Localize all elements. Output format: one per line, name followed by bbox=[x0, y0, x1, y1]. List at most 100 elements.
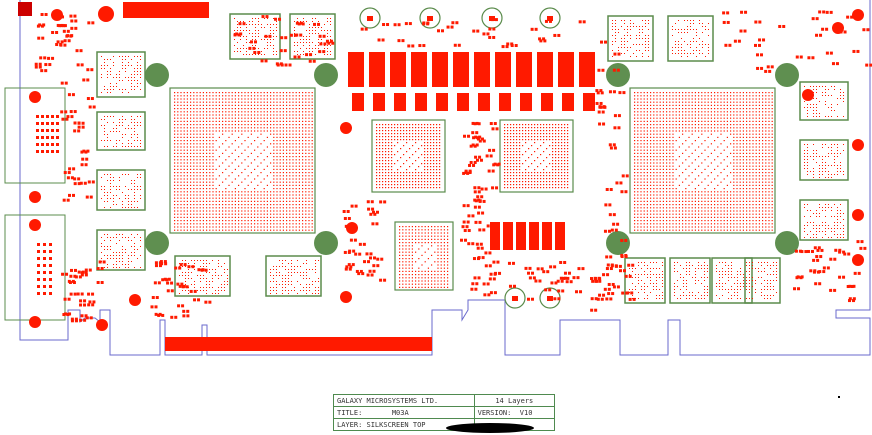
bga-ball bbox=[431, 287, 432, 288]
bga-ball bbox=[206, 146, 207, 147]
bga-ball bbox=[730, 226, 731, 227]
ic-pad bbox=[104, 267, 105, 268]
bga-ball bbox=[296, 201, 297, 202]
bga-ball bbox=[676, 226, 677, 227]
bga-ball bbox=[708, 226, 709, 227]
bga-ball bbox=[254, 230, 255, 231]
bga-ball bbox=[418, 248, 419, 249]
ic-pad bbox=[122, 122, 123, 123]
bga-ball bbox=[644, 210, 645, 211]
bga-ball bbox=[273, 134, 274, 135]
bga-ball bbox=[637, 217, 638, 218]
bga-ball bbox=[647, 146, 648, 147]
bga-ball bbox=[752, 156, 753, 157]
bga-ball bbox=[647, 175, 648, 176]
bga-ball bbox=[430, 139, 431, 140]
bga-ball bbox=[212, 191, 213, 192]
bga-ball bbox=[193, 207, 194, 208]
bga-ball bbox=[289, 140, 290, 141]
bga-ball bbox=[746, 207, 747, 208]
bga-ball bbox=[637, 210, 638, 211]
bga-ball bbox=[397, 136, 398, 137]
bga-ball bbox=[685, 178, 686, 179]
bga-ball bbox=[634, 102, 635, 103]
bga-ball bbox=[733, 108, 734, 109]
bga-ball bbox=[647, 118, 648, 119]
bga-ball bbox=[400, 181, 401, 182]
bga-ball bbox=[276, 98, 277, 99]
bga-ball bbox=[270, 214, 271, 215]
bga-ball bbox=[752, 201, 753, 202]
bga-ball bbox=[537, 136, 538, 137]
bga-ball bbox=[283, 175, 284, 176]
bga-ball bbox=[552, 178, 553, 179]
bga-ball bbox=[382, 145, 383, 146]
bga-ball bbox=[212, 153, 213, 154]
bga-ball bbox=[772, 214, 773, 215]
bga-ball bbox=[267, 124, 268, 125]
bga-ball bbox=[676, 214, 677, 215]
bga-ball bbox=[222, 98, 223, 99]
bga-ball bbox=[412, 133, 413, 134]
bga-ball bbox=[388, 130, 389, 131]
bga-ball bbox=[772, 92, 773, 93]
bga-ball bbox=[441, 239, 442, 240]
bga-ball bbox=[296, 166, 297, 167]
bga-ball bbox=[669, 223, 670, 224]
bga-ball bbox=[644, 185, 645, 186]
bga-ball bbox=[708, 156, 709, 157]
ic-pad bbox=[107, 140, 108, 141]
bga-ball bbox=[730, 153, 731, 154]
bga-ball bbox=[644, 140, 645, 141]
bga-ball bbox=[409, 139, 410, 140]
bga-ball bbox=[733, 191, 734, 192]
bga-ball bbox=[647, 143, 648, 144]
ic-pad bbox=[107, 192, 108, 193]
bga-ball bbox=[772, 223, 773, 224]
bga-ball bbox=[397, 133, 398, 134]
bga-ball bbox=[653, 150, 654, 151]
ic-pad bbox=[110, 258, 111, 259]
bga-ball bbox=[772, 169, 773, 170]
bga-ball bbox=[238, 156, 239, 157]
bga-ball bbox=[653, 226, 654, 227]
bga-ball bbox=[251, 102, 252, 103]
bga-ball bbox=[308, 226, 309, 227]
bga-ball bbox=[644, 223, 645, 224]
bga-ball bbox=[552, 160, 553, 161]
bga-ball bbox=[759, 134, 760, 135]
bga-ball bbox=[567, 130, 568, 131]
bga-ball bbox=[228, 124, 229, 125]
bga-ball bbox=[184, 172, 185, 173]
bga-ball bbox=[772, 204, 773, 205]
ic-pad bbox=[107, 201, 108, 202]
bga-ball bbox=[196, 159, 197, 160]
bga-ball bbox=[740, 127, 741, 128]
bga-ball bbox=[257, 127, 258, 128]
bga-ball bbox=[276, 130, 277, 131]
bga-ball bbox=[177, 162, 178, 163]
bga-ball bbox=[260, 153, 261, 154]
bga-ball bbox=[302, 188, 303, 189]
bga-ball bbox=[644, 150, 645, 151]
bga-ball bbox=[174, 194, 175, 195]
bga-ball bbox=[768, 102, 769, 103]
bga-ball bbox=[187, 108, 188, 109]
bga-ball bbox=[650, 210, 651, 211]
bga-ball bbox=[436, 187, 437, 188]
bga-ball bbox=[308, 130, 309, 131]
bga-ball bbox=[692, 191, 693, 192]
bga-ball bbox=[772, 111, 773, 112]
bga-ball bbox=[302, 143, 303, 144]
bga-ball bbox=[248, 214, 249, 215]
bga-ball bbox=[647, 162, 648, 163]
ic-pad bbox=[110, 186, 111, 187]
ic-pad bbox=[104, 89, 105, 90]
bga-ball bbox=[299, 223, 300, 224]
ic-pad bbox=[140, 74, 141, 75]
bga-ball bbox=[759, 220, 760, 221]
bga-ball bbox=[528, 184, 529, 185]
bga-ball bbox=[437, 271, 438, 272]
bga-ball bbox=[528, 187, 529, 188]
bga-ball bbox=[692, 105, 693, 106]
